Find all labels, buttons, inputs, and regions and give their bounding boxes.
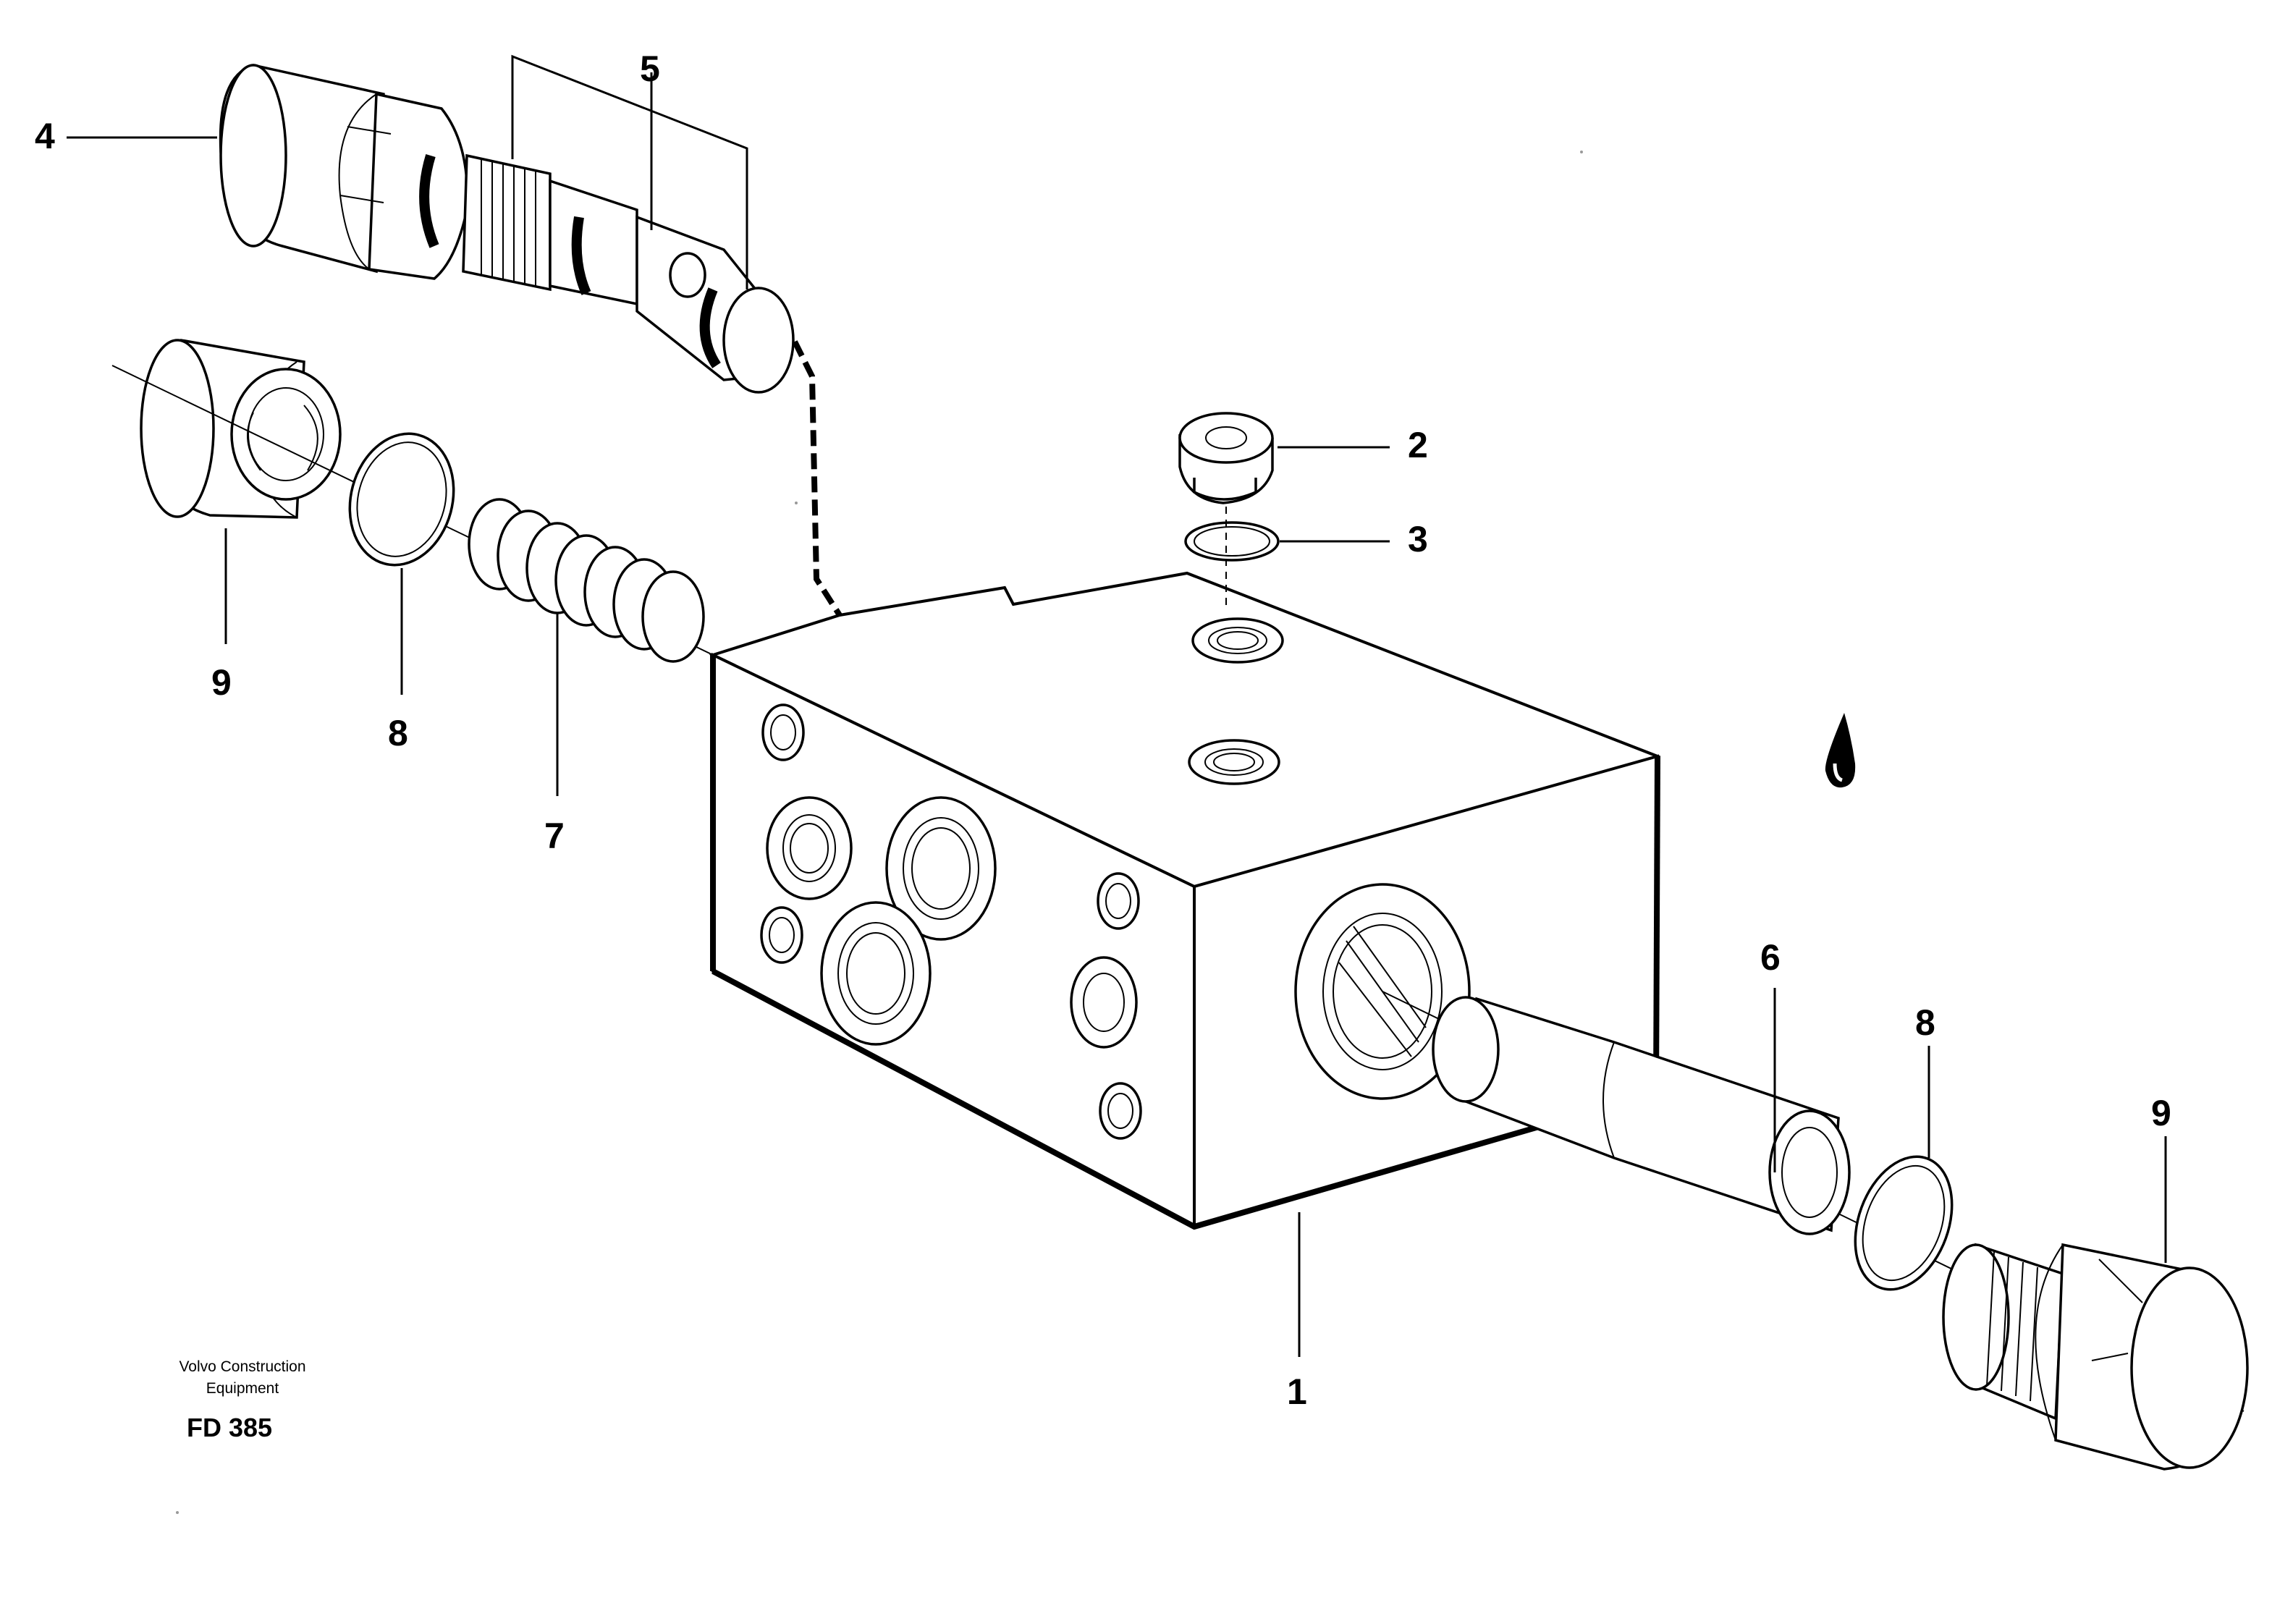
brand-line-2: Equipment xyxy=(206,1380,279,1397)
callout-2: 2 xyxy=(1408,425,1428,465)
callout-4: 4 xyxy=(35,116,55,156)
o-ring-left xyxy=(348,432,455,567)
callout-8b: 8 xyxy=(1915,1002,1935,1043)
o-ring-top xyxy=(1184,521,1280,562)
top-port-lower xyxy=(1188,739,1280,785)
callout-3: 3 xyxy=(1408,519,1428,559)
end-plug-right xyxy=(1942,1243,2249,1471)
valve-block xyxy=(709,571,1661,1230)
o-ring-right xyxy=(1854,1155,1954,1291)
oil-drop-icon xyxy=(1825,713,1856,788)
callout-8a: 8 xyxy=(388,713,408,753)
callout-1: 1 xyxy=(1287,1371,1307,1412)
callout-6: 6 xyxy=(1760,937,1781,978)
callout-9b: 9 xyxy=(2151,1093,2171,1133)
insertion-path xyxy=(792,340,843,617)
callout-5-bracket xyxy=(511,54,748,289)
thread-lines xyxy=(481,159,536,286)
left-face-ports xyxy=(760,703,1142,1140)
leader-lines xyxy=(67,136,2167,1357)
callouts: 4 5 2 3 9 8 7 6 8 9 1 xyxy=(35,48,2171,1412)
figure-code: FD 385 xyxy=(187,1413,272,1442)
callout-9a: 9 xyxy=(211,662,232,703)
cartridge-valve xyxy=(219,64,795,394)
end-plug-left xyxy=(140,339,342,519)
footer: Volvo Construction Equipment FD 385 xyxy=(179,1358,305,1442)
brand-line-1: Volvo Construction xyxy=(179,1358,305,1375)
spring xyxy=(468,498,705,663)
plug xyxy=(1178,412,1274,504)
top-port-upper xyxy=(1191,617,1284,664)
callout-7: 7 xyxy=(544,816,565,856)
sleeve xyxy=(1432,996,1851,1235)
callout-5: 5 xyxy=(640,48,660,89)
